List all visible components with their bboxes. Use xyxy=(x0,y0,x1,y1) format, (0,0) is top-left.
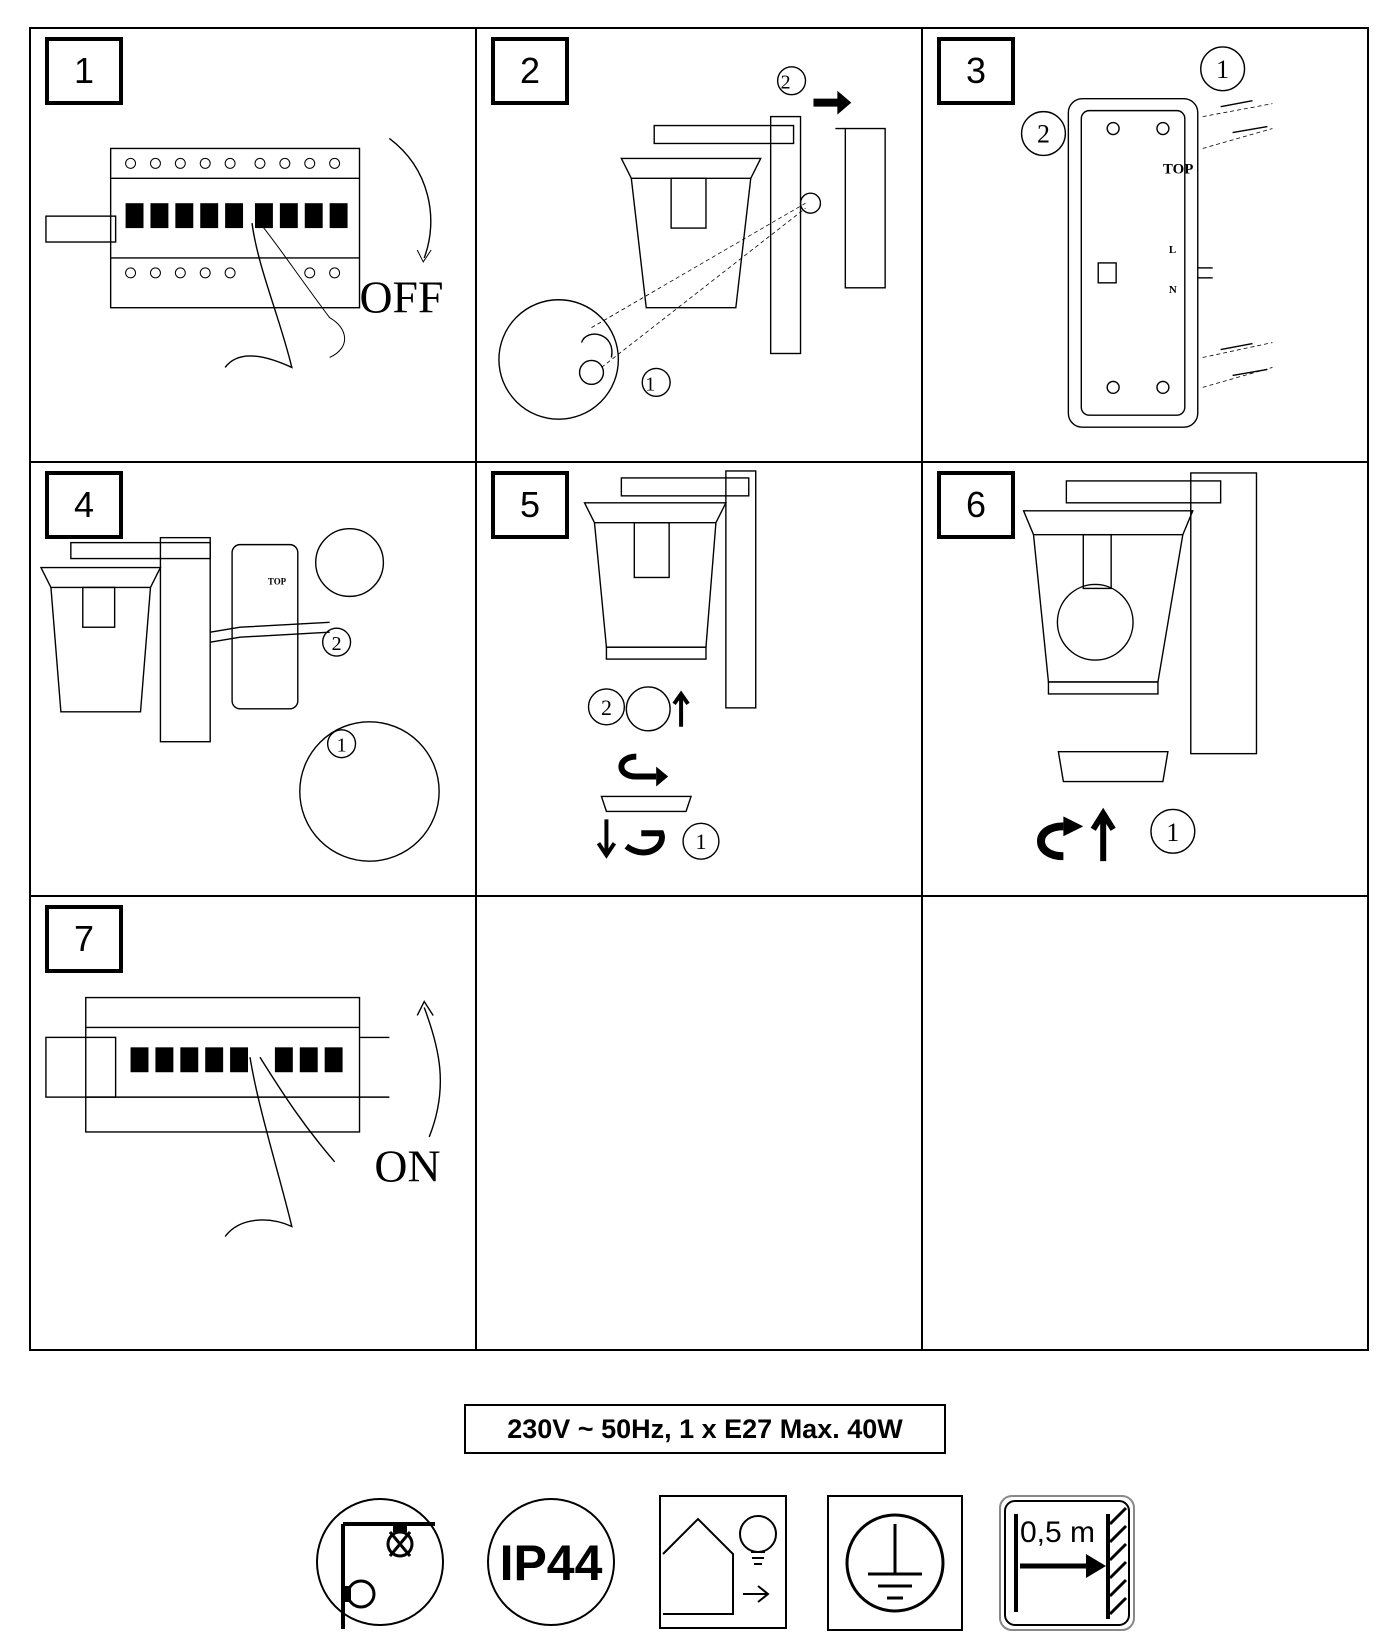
symbols-row: IP44 0,5 m xyxy=(0,1494,1400,1634)
step-1-panel: 1 xyxy=(31,29,477,463)
step-3-panel: 3 TOP L N 1 2 xyxy=(923,29,1367,463)
marker-2: 2 xyxy=(601,695,612,720)
top-label: TOP xyxy=(268,576,287,586)
step-number: 1 xyxy=(45,37,123,105)
label-l: L xyxy=(1169,244,1176,256)
step-5-panel: 5 2 1 xyxy=(477,463,923,897)
electrical-spec-box: 230V ~ 50Hz, 1 x E27 Max. 40W xyxy=(464,1404,946,1454)
marker-1: 1 xyxy=(1216,55,1229,84)
empty-panel xyxy=(477,897,923,1349)
empty-panel xyxy=(923,897,1367,1349)
off-caption: OFF xyxy=(360,272,444,323)
step-4-panel: 4 TOP 1 2 xyxy=(31,463,477,897)
ip44-icon: IP44 xyxy=(486,1494,616,1630)
ip44-label: IP44 xyxy=(500,1535,603,1591)
marker-1: 1 xyxy=(696,829,707,854)
step-number: 5 xyxy=(491,471,569,539)
step-7-panel: 7 ON xyxy=(31,897,477,1349)
insert-bulb-illustration: 2 1 xyxy=(583,470,757,860)
marker-2: 2 xyxy=(332,633,342,655)
on-caption: ON xyxy=(374,1141,440,1192)
label-n: N xyxy=(1169,284,1177,296)
distance-icon: 0,5 m xyxy=(998,1494,1136,1632)
breaker-off-illustration: OFF xyxy=(45,137,444,369)
ceiling-wall-mount-icon xyxy=(315,1494,445,1630)
marker-1: 1 xyxy=(337,735,347,757)
fix-mounting-plate-illustration: TOP L N 1 2 xyxy=(1020,46,1273,428)
distance-label: 0,5 m xyxy=(1020,1516,1095,1549)
top-label: TOP xyxy=(1163,161,1193,177)
step-6-panel: 6 1 xyxy=(923,463,1367,897)
step-number: 3 xyxy=(937,37,1015,105)
instruction-grid: 1 xyxy=(29,27,1369,1351)
step-2-panel: 2 1 2 xyxy=(477,29,923,463)
step-number: 2 xyxy=(491,37,569,105)
breaker-on-illustration: ON xyxy=(45,996,442,1237)
fit-cover-illustration: 1 xyxy=(1022,472,1258,862)
marker-1: 1 xyxy=(1166,818,1179,847)
marker-2: 2 xyxy=(781,72,791,94)
outdoor-use-icon xyxy=(658,1494,788,1630)
remove-mounting-plate-illustration: 1 2 xyxy=(498,66,886,420)
marker-1: 1 xyxy=(645,373,655,395)
marker-2: 2 xyxy=(1037,119,1050,148)
step-number: 6 xyxy=(937,471,1015,539)
connect-wires-illustration: TOP 1 2 xyxy=(39,527,440,862)
step-number: 4 xyxy=(45,471,123,539)
protective-earth-icon xyxy=(826,1494,964,1632)
step-number: 7 xyxy=(45,905,123,973)
